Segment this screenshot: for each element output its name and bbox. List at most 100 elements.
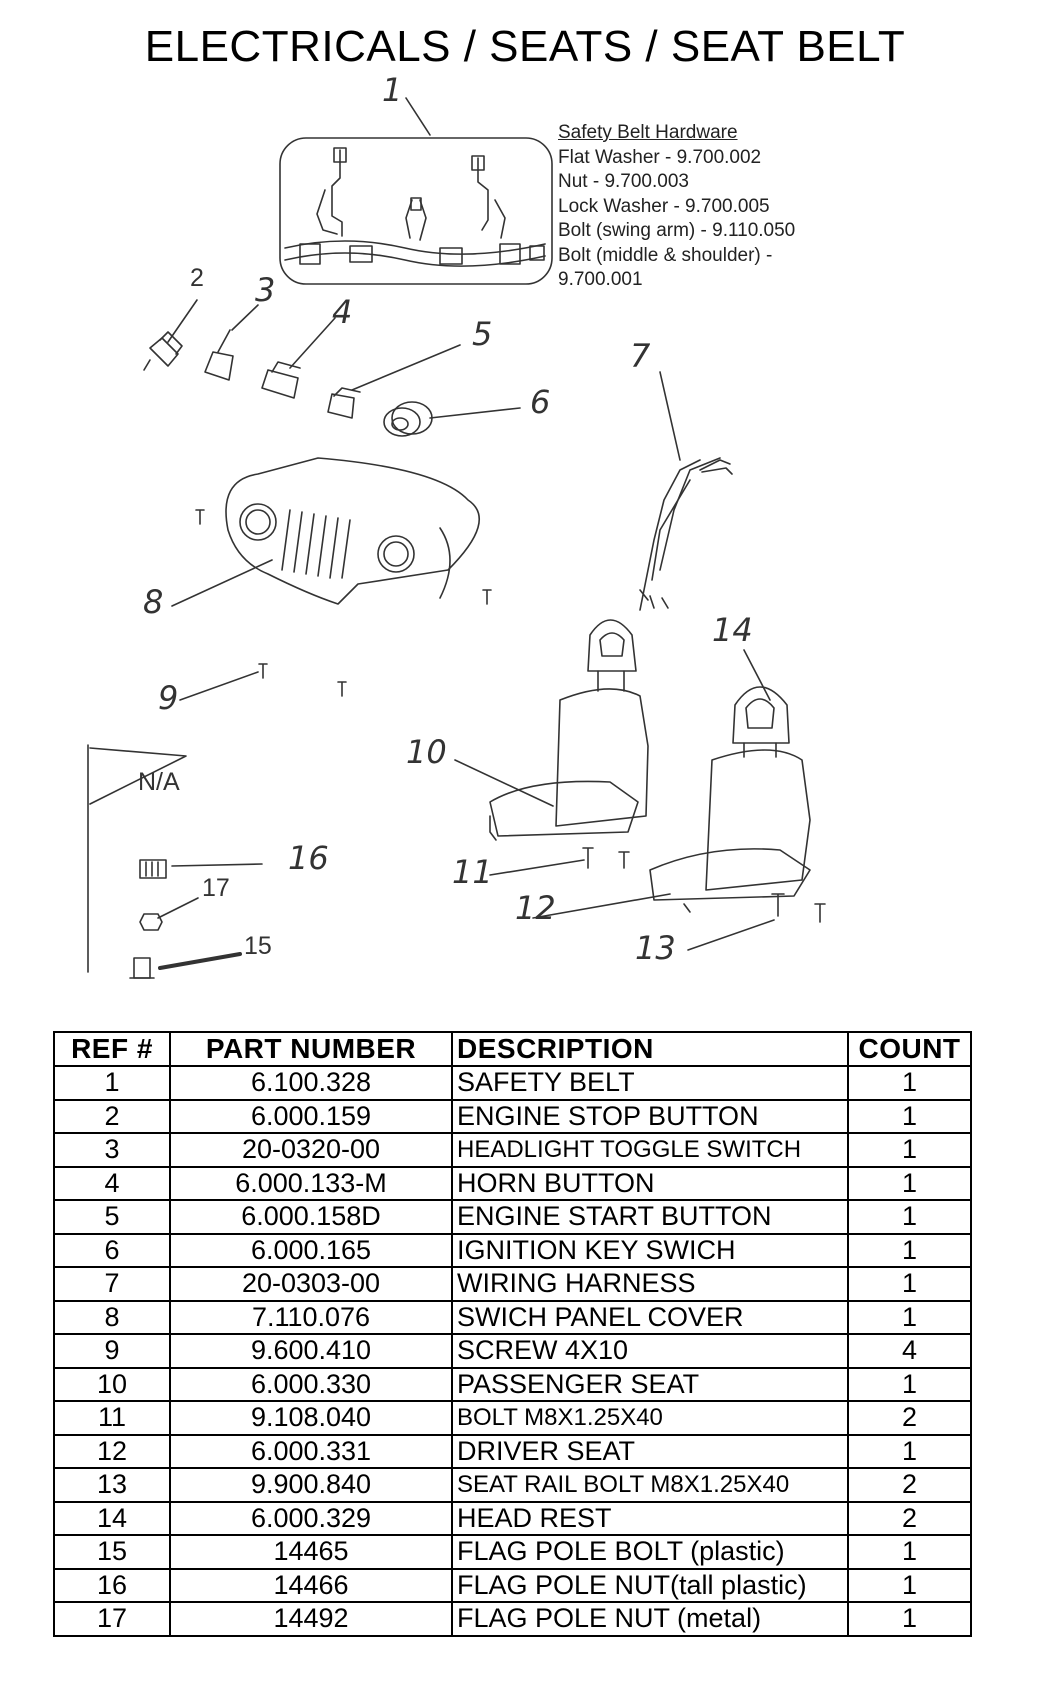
- cell-count: 1: [847, 1065, 972, 1101]
- cell-description: DRIVER SEAT: [451, 1433, 849, 1469]
- cell-description: PASSENGER SEAT: [451, 1366, 849, 1402]
- callout-10: 10: [406, 733, 447, 771]
- cell-part-number: 9.600.410: [169, 1333, 453, 1369]
- cell-ref: 10: [53, 1366, 171, 1402]
- cell-description: IGNITION KEY SWICH: [451, 1232, 849, 1268]
- cell-part-number: 9.900.840: [169, 1467, 453, 1503]
- exploded-parts-diagram: [87, 97, 826, 979]
- callout-3: 3: [255, 271, 276, 309]
- cell-ref: 3: [53, 1132, 171, 1168]
- callout-11: 11: [452, 853, 493, 891]
- callout-5: 5: [472, 315, 493, 353]
- callout-9: 9: [158, 679, 179, 717]
- cell-description: FLAG POLE NUT (metal): [451, 1601, 849, 1637]
- cell-description: WIRING HARNESS: [451, 1266, 849, 1302]
- cell-count: 1: [847, 1433, 972, 1469]
- safety-belt-illustration: [279, 97, 553, 285]
- callout-12: 12: [515, 889, 556, 927]
- cell-description: SEAT RAIL BOLT M8X1.25X40: [451, 1467, 849, 1503]
- engine-start-button-illustration: [327, 344, 461, 419]
- hardware-note-line: Flat Washer - 9.700.002: [558, 146, 762, 168]
- hardware-note-line: Lock Washer - 9.700.005: [558, 195, 770, 217]
- cell-ref: 6: [53, 1232, 171, 1268]
- cell-description: ENGINE STOP BUTTON: [451, 1098, 849, 1134]
- header-count: COUNT: [847, 1031, 972, 1067]
- cell-ref: 11: [53, 1400, 171, 1436]
- cell-ref: 14: [53, 1500, 171, 1536]
- cell-count: 4: [847, 1333, 972, 1369]
- cell-count: 1: [847, 1098, 972, 1134]
- cell-ref: 1: [53, 1065, 171, 1101]
- cell-count: 2: [847, 1467, 972, 1503]
- callout-1: 1: [382, 71, 403, 109]
- cell-part-number: 6.100.328: [169, 1065, 453, 1101]
- cell-description: BOLT M8X1.25X40: [451, 1400, 849, 1436]
- cell-part-number: 14465: [169, 1534, 453, 1570]
- cell-part-number: 6.000.165: [169, 1232, 453, 1268]
- header-ref: REF #: [53, 1031, 171, 1067]
- driver-seat-illustration: [532, 649, 826, 951]
- cell-part-number: 7.110.076: [169, 1299, 453, 1335]
- cell-description: FLAG POLE BOLT (plastic): [451, 1534, 849, 1570]
- cell-ref: 16: [53, 1567, 171, 1603]
- hardware-note-line: Bolt (middle & shoulder) -: [558, 244, 773, 266]
- cell-ref: 12: [53, 1433, 171, 1469]
- engine-stop-button-illustration: [143, 299, 198, 371]
- header-part-number: PART NUMBER: [169, 1031, 453, 1067]
- cell-part-number: 14492: [169, 1601, 453, 1637]
- cell-count: 2: [847, 1400, 972, 1436]
- cell-count: 1: [847, 1534, 972, 1570]
- callout-8: 8: [143, 583, 164, 621]
- cell-ref: 13: [53, 1467, 171, 1503]
- table-header-row: REF # PART NUMBER DESCRIPTION COUNT: [53, 1031, 972, 1067]
- cell-description: SCREW 4X10: [451, 1333, 849, 1369]
- callout-13: 13: [635, 929, 676, 967]
- cell-part-number: 6.000.133-M: [169, 1165, 453, 1201]
- wiring-harness-illustration: [639, 371, 733, 611]
- cell-ref: 8: [53, 1299, 171, 1335]
- hardware-note-line: Bolt (swing arm) - 9.110.050: [558, 220, 796, 241]
- cell-description: HEADLIGHT TOGGLE SWITCH: [451, 1132, 849, 1168]
- cell-part-number: 20-0303-00: [169, 1266, 453, 1302]
- cell-part-number: 6.000.158D: [169, 1199, 453, 1235]
- cell-ref: 9: [53, 1333, 171, 1369]
- ignition-key-switch-illustration: [383, 401, 521, 437]
- cell-description: HORN BUTTON: [451, 1165, 849, 1201]
- callout-17: 17: [202, 874, 230, 902]
- cell-count: 1: [847, 1266, 972, 1302]
- switch-panel-cover-illustration: [171, 457, 492, 701]
- cell-ref: 17: [53, 1601, 171, 1637]
- cell-ref: 15: [53, 1534, 171, 1570]
- cell-part-number: 9.108.040: [169, 1400, 453, 1436]
- cell-count: 1: [847, 1567, 972, 1603]
- cell-description: SWICH PANEL COVER: [451, 1299, 849, 1335]
- cell-description: ENGINE START BUTTON: [451, 1199, 849, 1235]
- cell-count: 1: [847, 1366, 972, 1402]
- cell-ref: 7: [53, 1266, 171, 1302]
- hardware-note-line: Nut - 9.700.003: [558, 171, 689, 192]
- callout-15: 15: [244, 932, 272, 960]
- cell-part-number: 6.000.331: [169, 1433, 453, 1469]
- callout-2: 2: [190, 264, 204, 292]
- flag-pole-illustration: [87, 744, 263, 979]
- cell-ref: 4: [53, 1165, 171, 1201]
- cell-part-number: 14466: [169, 1567, 453, 1603]
- headlight-toggle-switch-illustration: [204, 304, 259, 381]
- cell-part-number: 6.000.159: [169, 1098, 453, 1134]
- callout-16: 16: [288, 839, 329, 877]
- cell-part-number: 20-0320-00: [169, 1132, 453, 1168]
